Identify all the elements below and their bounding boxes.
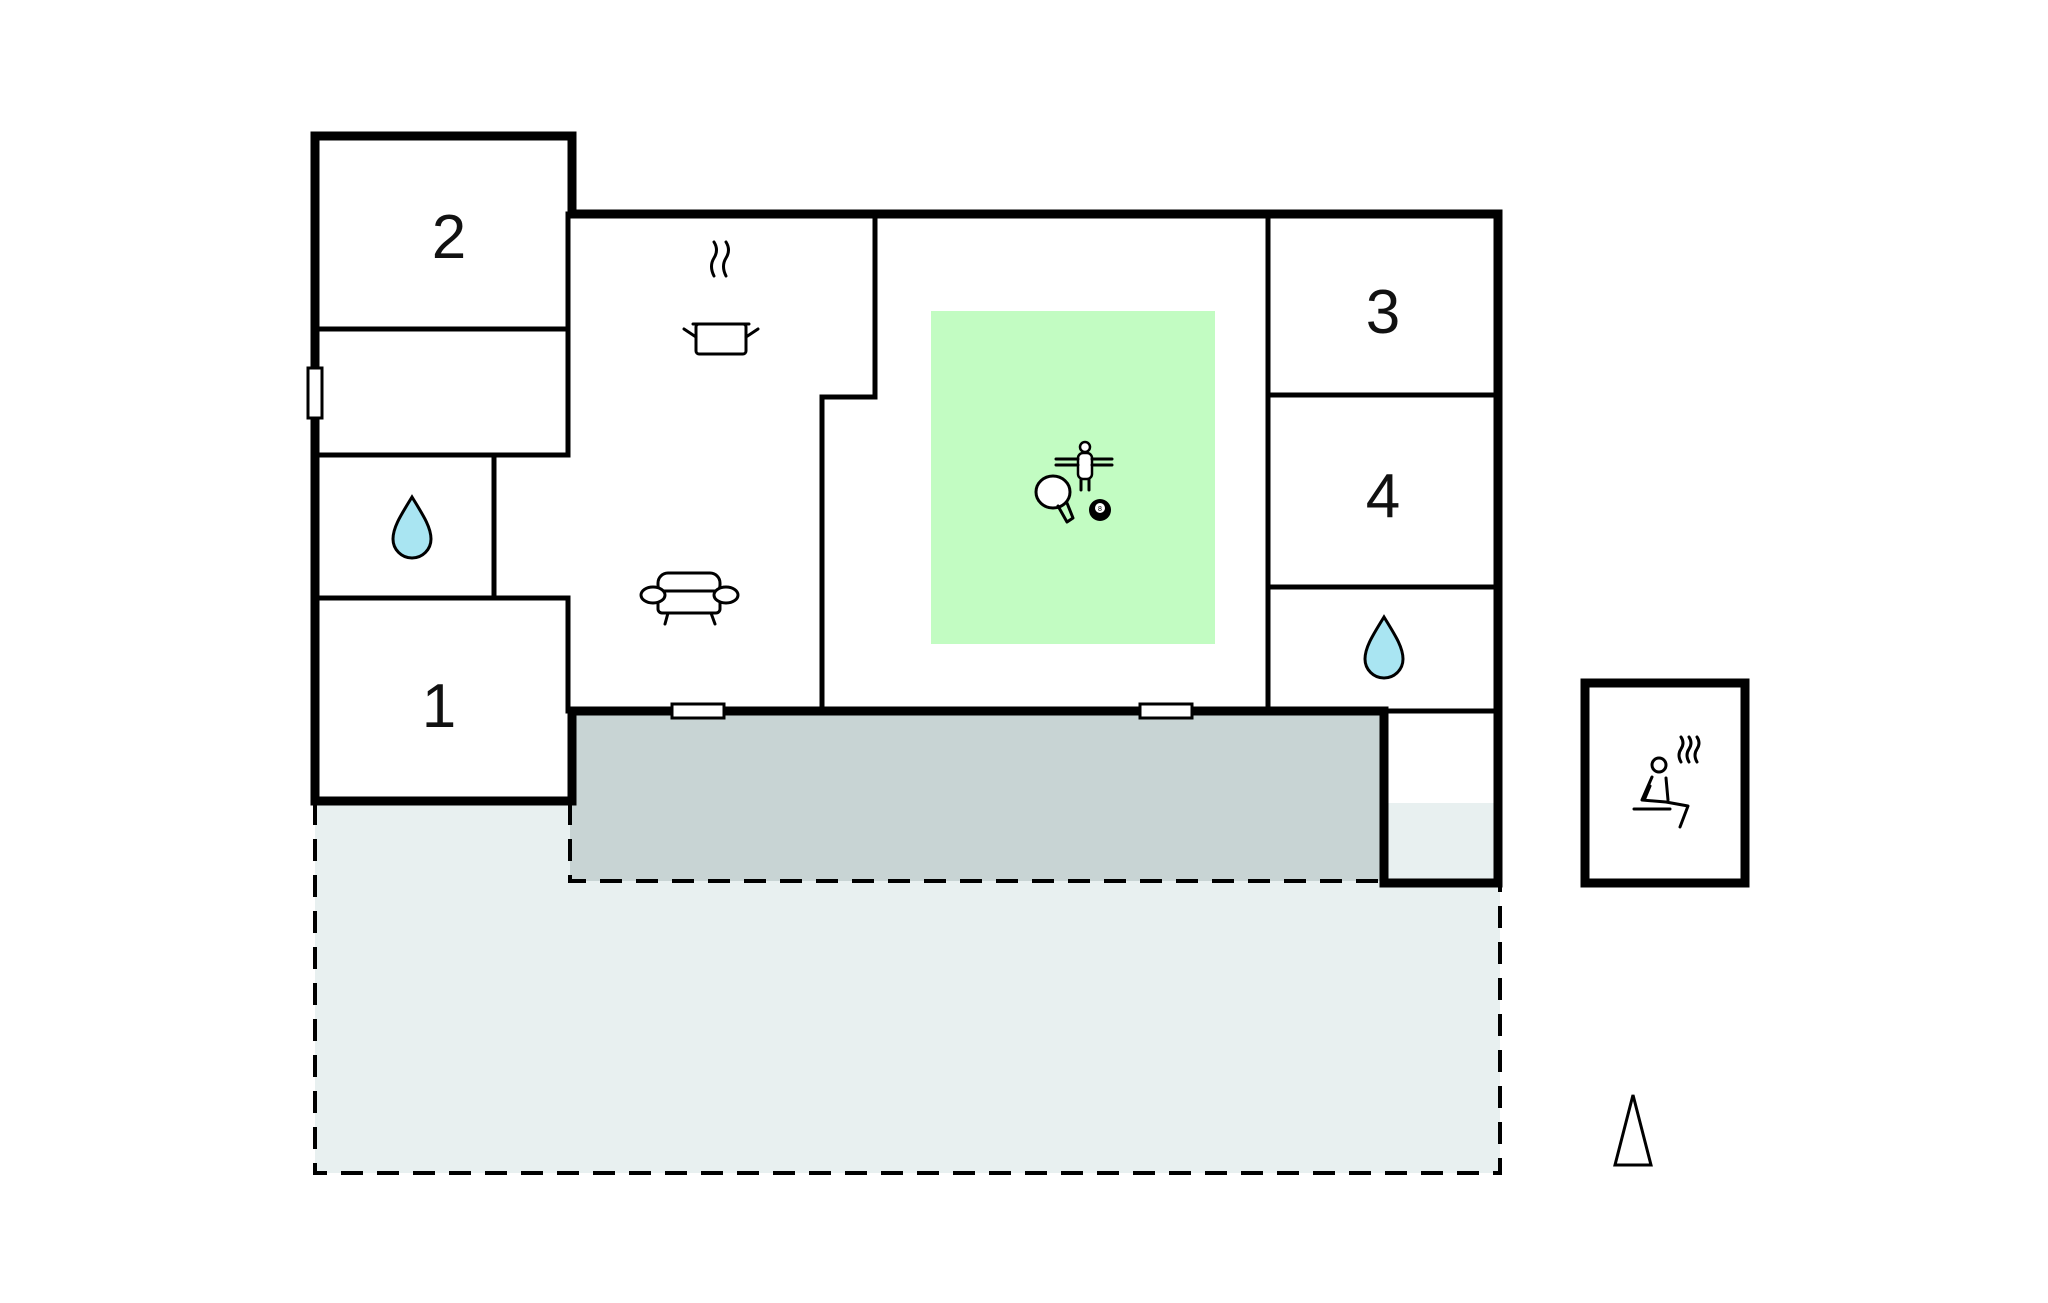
bedroom-4-label: 4 [1366, 462, 1400, 531]
terrace-area [570, 711, 1382, 881]
table-football-icon [1054, 440, 1114, 492]
water-drop-icon [1363, 614, 1405, 680]
sauna-icon [1632, 735, 1701, 829]
garden-outline [313, 803, 1502, 1175]
outer-walls [310, 131, 1503, 888]
terrace-outline [568, 803, 1382, 883]
billiard-ball-icon: 8 [1089, 499, 1111, 521]
bedroom-1-label: 1 [422, 672, 456, 741]
north-arrow-icon [1613, 1094, 1653, 1167]
sofa-icon [639, 571, 740, 626]
cooking-pot-icon [682, 240, 760, 356]
interior-walls [312, 211, 1501, 714]
window-south-games [1138, 702, 1194, 720]
bedroom-2-label: 2 [432, 203, 466, 272]
bedroom-3-label: 3 [1366, 278, 1400, 347]
table-tennis-icon [1034, 474, 1075, 524]
window-south-living [670, 702, 726, 720]
games-area [931, 311, 1215, 644]
window-west [306, 366, 324, 420]
billiard-ball-number: 8 [1098, 506, 1102, 513]
water-drop-icon [391, 494, 433, 560]
